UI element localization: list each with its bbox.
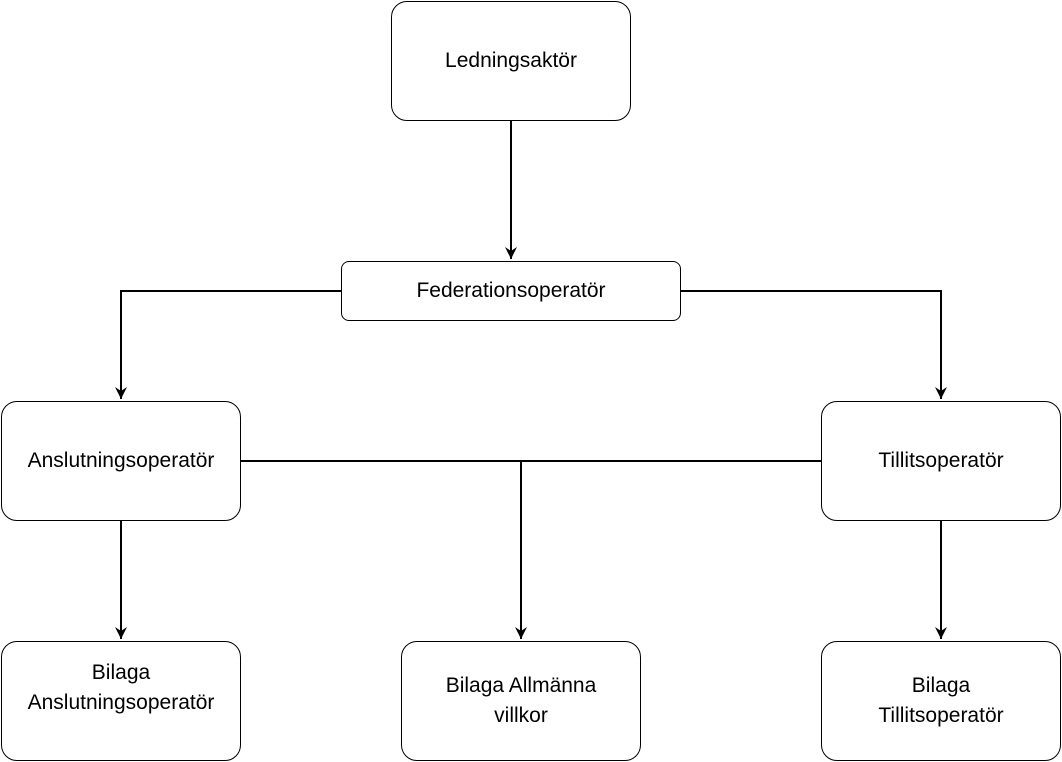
node-bilaga-allmanna-villkor[interactable]: Bilaga Allmänna villkor	[401, 641, 641, 761]
node-bilaga-tillitsoperator-label: Bilaga Tillitsoperatör	[878, 674, 1004, 727]
edge-federationsoperator-to-tillitsoperator	[681, 290, 947, 399]
node-federationsoperator[interactable]: Federationsoperatör	[341, 261, 681, 321]
node-tillitsoperator[interactable]: Tillitsoperatör	[821, 401, 1061, 521]
node-tillitsoperator-label: Tillitsoperatör	[878, 449, 1004, 472]
node-federationsoperator-label: Federationsoperatör	[416, 279, 606, 302]
node-ledningsaktor[interactable]: Ledningsaktör	[391, 1, 631, 121]
edge-federationsoperator-to-anslutningsoperator	[115, 290, 341, 399]
node-anslutningsoperator-label: Anslutningsoperatör	[27, 449, 215, 472]
node-bilaga-anslutningsoperator-label: Bilaga Anslutningsoperatör	[27, 661, 215, 714]
node-bilaga-anslutningsoperator[interactable]: Bilaga Anslutningsoperatör	[1, 641, 241, 761]
node-anslutningsoperator[interactable]: Anslutningsoperatör	[1, 401, 241, 521]
node-bilaga-allmanna-villkor-label: Bilaga Allmänna villkor	[445, 674, 597, 727]
node-bilaga-tillitsoperator[interactable]: Bilaga Tillitsoperatör	[821, 641, 1061, 761]
node-ledningsaktor-label: Ledningsaktör	[445, 49, 577, 72]
